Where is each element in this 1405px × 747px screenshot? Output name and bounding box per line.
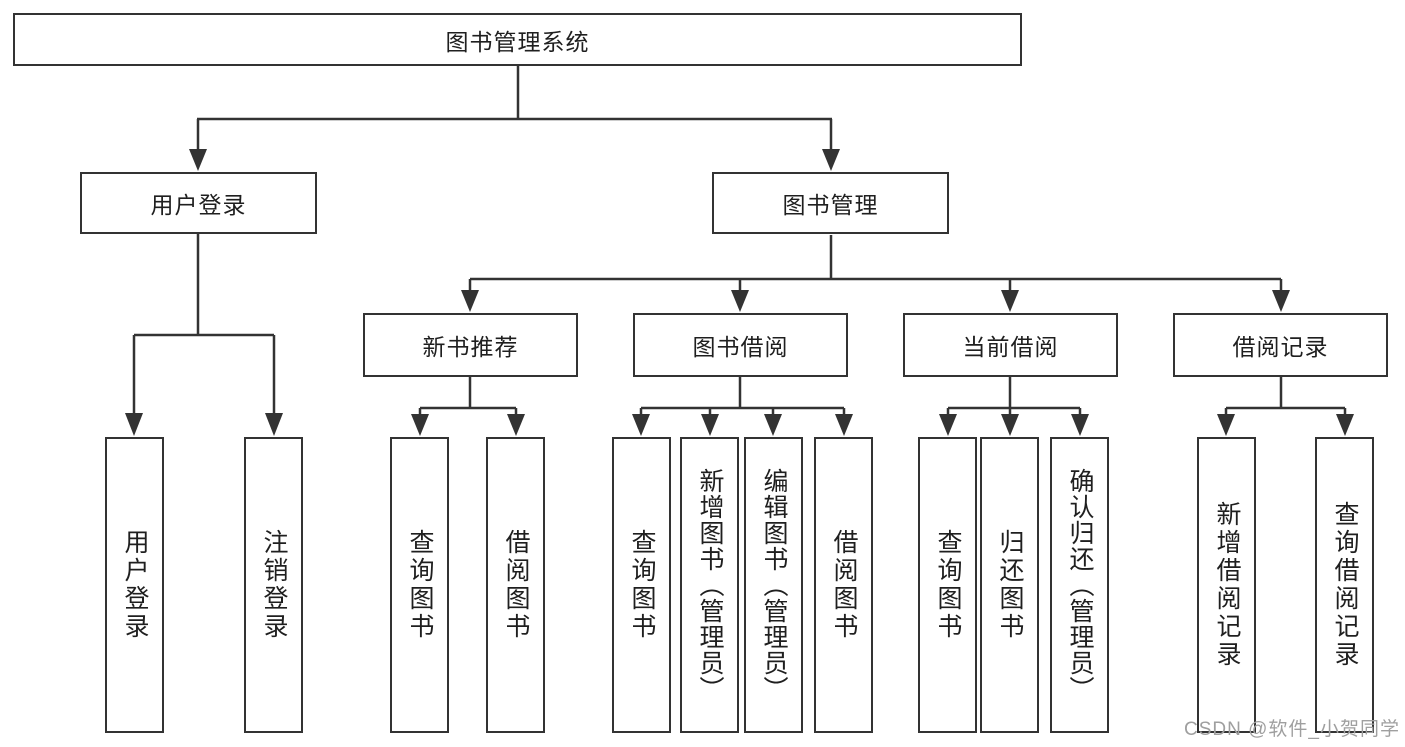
connector-book-borrowing-lines — [639, 377, 846, 416]
node-borrowing-records: 借阅记录 — [1173, 313, 1388, 377]
connector-book-management-lines — [468, 235, 1283, 292]
node-book-borrowing: 图书借阅 — [633, 313, 848, 377]
connector-borrowing-records-lines — [1224, 377, 1347, 416]
leaf-return-books: 归还图书 — [980, 437, 1039, 733]
csdn-watermark: CSDN @软件_小贺同学 — [1184, 719, 1400, 740]
connector-root-to-level2 — [189, 66, 840, 171]
arrowhead-current-borrowing — [1001, 290, 1019, 312]
node-book-management: 图书管理 — [712, 172, 949, 234]
leaf-borrow-books-borrowing: 借阅图书 — [814, 437, 873, 733]
leaf-user-login: 用户登录 — [105, 437, 164, 733]
arrowhead-query-borrow-record — [1336, 414, 1354, 436]
arrowhead-book-borrowing — [731, 290, 749, 312]
arrowhead-new-book-recommendation — [461, 290, 479, 312]
arrowhead-leaf-logout — [265, 413, 283, 436]
arrowhead-add-borrow-record — [1217, 414, 1235, 436]
connector-user-login-children — [125, 234, 283, 436]
leaf-query-books-newbook: 查询图书 — [390, 437, 449, 733]
connector-current-borrowing-children — [939, 377, 1089, 436]
arrowhead-borrow-books-newbook — [507, 414, 525, 436]
arrowhead-add-books-admin — [701, 414, 719, 436]
leaf-borrow-books-newbook: 借阅图书 — [486, 437, 545, 733]
leaf-add-books-admin: 新增图书（管理员） — [680, 437, 739, 733]
connector-user-login-lines — [132, 234, 276, 415]
connector-new-book-lines — [418, 377, 518, 416]
connector-new-book-children — [411, 377, 525, 436]
arrowhead-query-books-borrowing — [632, 414, 650, 436]
node-new-book-recommendation: 新书推荐 — [363, 313, 578, 377]
leaf-query-books-current: 查询图书 — [918, 437, 977, 733]
leaf-confirm-return-admin: 确认归还（管理员） — [1050, 437, 1109, 733]
connector-current-borrowing-lines — [946, 377, 1082, 416]
arrowhead-query-books-current — [939, 414, 957, 436]
leaf-query-borrow-record: 查询借阅记录 — [1315, 437, 1374, 733]
arrowhead-book-management — [822, 149, 840, 171]
arrowhead-user-login — [189, 149, 207, 171]
leaf-edit-books-admin: 编辑图书（管理员） — [744, 437, 803, 733]
connector-borrowing-records-children — [1217, 377, 1354, 436]
connector-book-borrowing-children — [632, 377, 853, 436]
arrowhead-leaf-user-login — [125, 413, 143, 436]
arrowhead-edit-books-admin — [764, 414, 782, 436]
leaf-logout-login: 注销登录 — [244, 437, 303, 733]
node-library-system: 图书管理系统 — [13, 13, 1022, 66]
arrowhead-confirm-return-admin — [1071, 414, 1089, 436]
connector-root-lines — [196, 66, 833, 151]
leaf-query-books-borrowing: 查询图书 — [612, 437, 671, 733]
arrowhead-borrowing-records — [1272, 290, 1290, 312]
arrowhead-return-books — [1001, 414, 1019, 436]
arrowhead-borrow-books-borrowing — [835, 414, 853, 436]
node-current-borrowing: 当前借阅 — [903, 313, 1118, 377]
arrowhead-query-books-newbook — [411, 414, 429, 436]
connector-book-management-children — [461, 235, 1290, 312]
leaf-add-borrow-record: 新增借阅记录 — [1197, 437, 1256, 733]
node-user-login: 用户登录 — [80, 172, 317, 234]
